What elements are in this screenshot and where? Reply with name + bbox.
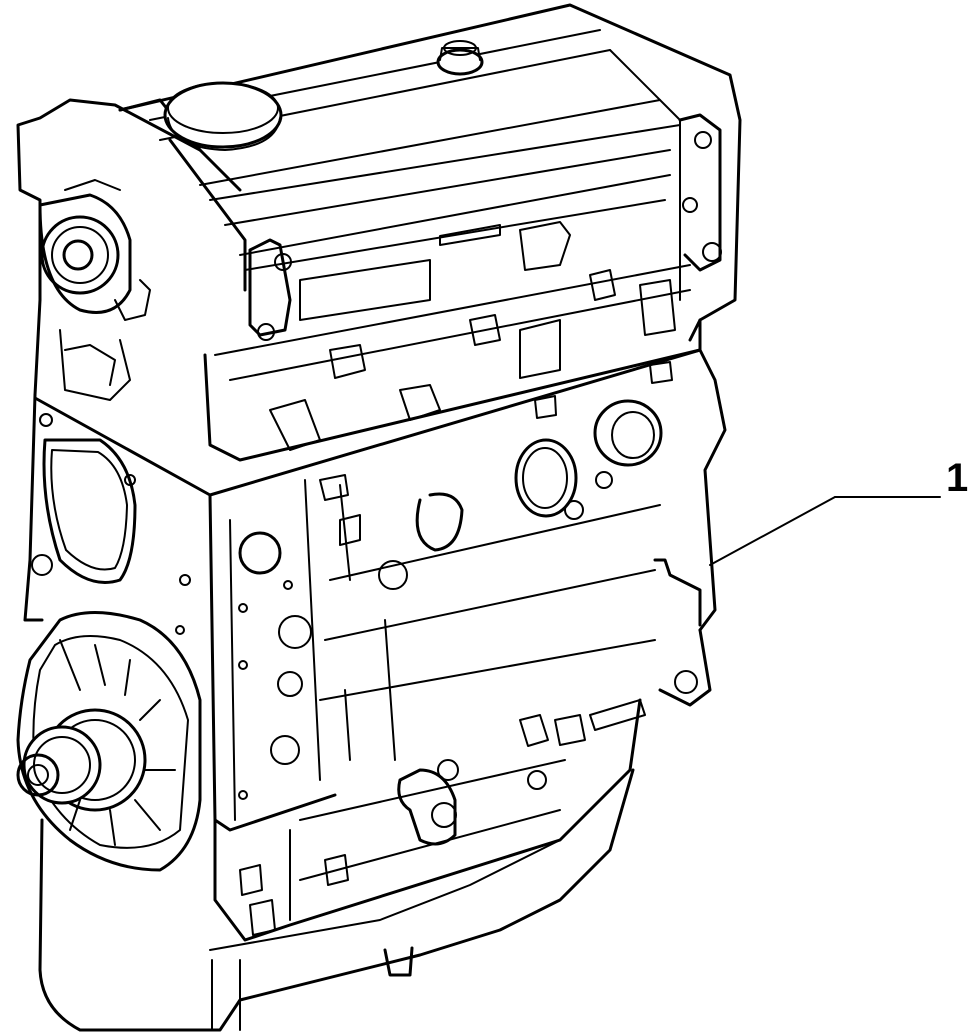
engine-block-left-plate [16, 98, 242, 635]
engine-block [208, 348, 727, 832]
cylinder-head [203, 113, 722, 462]
crankshaft-damper [16, 611, 202, 872]
crankcase-lower [213, 698, 646, 942]
oil-pan [38, 768, 635, 1032]
cam-pulley-housing [38, 179, 151, 401]
callout-1-leader [709, 496, 941, 566]
part-callout-number: 1 [946, 456, 968, 500]
